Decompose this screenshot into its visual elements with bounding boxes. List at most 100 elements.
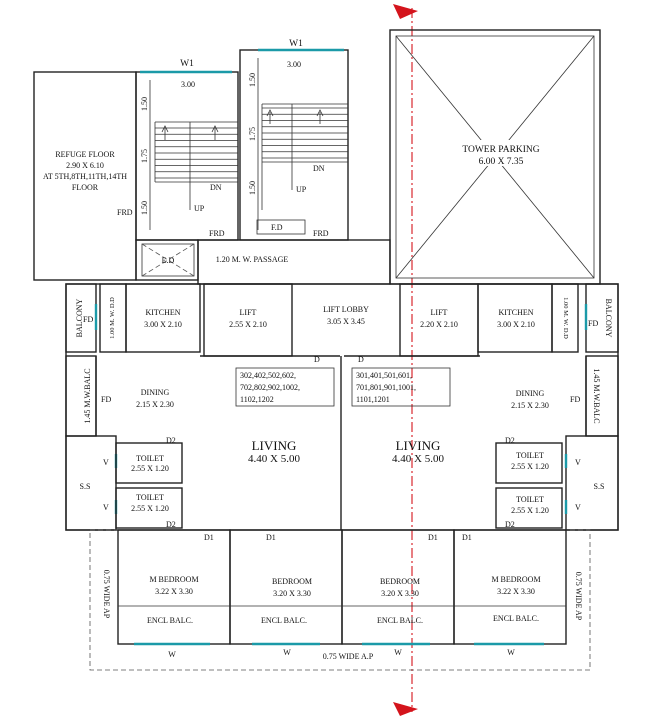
living-right-title: LIVING bbox=[396, 438, 441, 453]
ss-shaft-left bbox=[65, 435, 117, 531]
kitchen-left-title: KITCHEN bbox=[145, 308, 180, 317]
tower-parking-title: TOWER PARKING bbox=[462, 145, 539, 155]
door-d1-3: D1 bbox=[428, 533, 438, 542]
vent-left-1: V bbox=[103, 458, 109, 467]
vent-right-2: V bbox=[575, 503, 581, 512]
door-d2-right-2: D2 bbox=[505, 520, 515, 529]
living-right-size: 4.40 X 5.00 bbox=[392, 453, 444, 465]
toilet-left-1 bbox=[115, 442, 183, 484]
window-w-1: W bbox=[168, 650, 176, 659]
stair-right-window: W1 bbox=[289, 39, 303, 49]
toilet-left-1-size: 2.55 X 1.20 bbox=[131, 464, 169, 473]
dining-right-size: 2.15 X 2.30 bbox=[511, 401, 549, 410]
lift-lobby-title: LIFT LOBBY bbox=[323, 305, 369, 314]
bedroom-1-title: M BEDROOM bbox=[149, 575, 198, 584]
dining-left-title: DINING bbox=[141, 388, 170, 397]
section-arrow-top bbox=[393, 4, 418, 19]
bedroom-1-size: 3.22 X 3.30 bbox=[155, 587, 193, 596]
flats-left-line1: 302,402,502,602, bbox=[240, 371, 296, 380]
stair-left-frd: FRD bbox=[117, 208, 133, 217]
fd-dining-left: FD bbox=[101, 395, 111, 404]
kitchen-left-size: 3.00 X 2.10 bbox=[144, 320, 182, 329]
ap-left-label: 0.75 WIDE AP bbox=[102, 570, 111, 619]
encl-balc-1: ENCL BALC. bbox=[147, 616, 193, 625]
window-w-3: W bbox=[394, 648, 402, 657]
stair-left-width: 3.00 bbox=[181, 80, 195, 89]
ap-bottom-label: 0.75 WIDE A.P bbox=[323, 652, 374, 661]
bedroom-2-size: 3.20 X 3.30 bbox=[273, 589, 311, 598]
bedroom-2-title: BEDROOM bbox=[272, 577, 312, 586]
ss-left-label: S.S bbox=[80, 482, 91, 491]
toilet-right-1-size: 2.55 X 1.20 bbox=[511, 462, 549, 471]
encl-balc-2: ENCL BALC. bbox=[261, 616, 307, 625]
kitchen-right-size: 3.00 X 2.10 bbox=[497, 320, 535, 329]
flats-left-line2: 702,802,902,1002, bbox=[240, 383, 300, 392]
refuge-floor-word: FLOOR bbox=[72, 183, 99, 192]
bedroom-4-size: 3.22 X 3.30 bbox=[497, 587, 535, 596]
lift-lobby-size: 3.05 X 3.45 bbox=[327, 317, 365, 326]
mw-balcony-right bbox=[585, 355, 619, 437]
stair-right-dim-2: 1.75 bbox=[248, 127, 257, 141]
stair-left-dim-2: 1.75 bbox=[140, 149, 149, 163]
toilet-left-2-size: 2.55 X 1.20 bbox=[131, 504, 169, 513]
refuge-label: REFUGE FLOOR bbox=[55, 150, 115, 159]
section-arrow-bottom bbox=[393, 702, 418, 716]
bedroom-3-title: BEDROOM bbox=[380, 577, 420, 586]
ap-right-label: 0.75 WIDE AP bbox=[574, 572, 583, 621]
window-w-2: W bbox=[283, 648, 291, 657]
stair-left-window: W1 bbox=[180, 59, 194, 69]
stair-right-dim-3: 1.50 bbox=[248, 181, 257, 195]
dd-left-label: 1.00 M. W. D.D bbox=[109, 297, 116, 339]
lift-right-size: 2.20 X 2.10 bbox=[420, 320, 458, 329]
kitchen-right bbox=[477, 283, 553, 353]
door-d-right: D bbox=[358, 355, 364, 364]
toilet-right-2 bbox=[495, 487, 563, 529]
dining-left-size: 2.15 X 2.30 bbox=[136, 400, 174, 409]
flats-right-line2: 701,801,901,1001, bbox=[356, 383, 416, 392]
stair-right-width: 3.00 bbox=[287, 60, 301, 69]
balcony-left-label: BALCONY bbox=[75, 298, 84, 337]
dd-right-label: 1.00 M. W. D.D bbox=[562, 297, 569, 339]
fd-balcony-right: FD bbox=[588, 319, 598, 328]
refuge-size: 2.90 X 6.10 bbox=[66, 161, 104, 170]
lift-left-title: LIFT bbox=[240, 308, 257, 317]
lift-right-title: LIFT bbox=[431, 308, 448, 317]
passage-frd: FRD bbox=[209, 229, 225, 238]
flats-right-line3: 1101,1201 bbox=[356, 395, 390, 404]
balcony-right-label: BALCONY bbox=[604, 299, 613, 338]
stair-right-dim-1: 1.50 bbox=[248, 73, 257, 87]
fd-balcony-left: FD bbox=[83, 315, 93, 324]
stair-right-dn: DN bbox=[313, 164, 325, 173]
toilet-right-1 bbox=[495, 442, 563, 484]
lift-left-size: 2.55 X 2.10 bbox=[229, 320, 267, 329]
door-d2-right-1: D2 bbox=[505, 436, 515, 445]
electric-duct bbox=[135, 239, 199, 281]
window-w-4: W bbox=[507, 648, 515, 657]
door-d1-4: D1 bbox=[462, 533, 472, 542]
toilet-left-2 bbox=[115, 487, 183, 529]
fd-dining-right: FD bbox=[570, 395, 580, 404]
stair-right-up: UP bbox=[296, 185, 307, 194]
encl-balc-4: ENCL BALC. bbox=[493, 614, 539, 623]
flat-numbers-right bbox=[351, 367, 451, 407]
staircase-left bbox=[135, 70, 239, 241]
bedroom-4-title: M BEDROOM bbox=[491, 575, 540, 584]
mwbalc-left: 1.45 M.W.BALC bbox=[83, 368, 92, 423]
toilet-right-1-title: TOILET bbox=[516, 451, 544, 460]
ss-right-label: S.S bbox=[594, 482, 605, 491]
ed-label: E.D bbox=[162, 256, 175, 265]
stair-left-dn: DN bbox=[210, 183, 222, 192]
door-d2-left-1: D2 bbox=[166, 436, 176, 445]
vent-left-2: V bbox=[103, 503, 109, 512]
flats-right-line1: 301,401,501,601, bbox=[356, 371, 412, 380]
stair-left-dim-1: 1.50 bbox=[140, 97, 149, 111]
stair-right-fd: F.D bbox=[271, 223, 283, 232]
bedroom-3-size: 3.20 X 3.30 bbox=[381, 589, 419, 598]
mwbalc-right: 1.45 M.W.BALC bbox=[592, 368, 601, 423]
toilet-left-2-title: TOILET bbox=[136, 493, 164, 502]
flat-numbers-left bbox=[235, 367, 335, 407]
toilet-right-2-title: TOILET bbox=[516, 495, 544, 504]
bedroom-row bbox=[117, 529, 567, 646]
encl-balc-3: ENCL BALC. bbox=[377, 616, 423, 625]
